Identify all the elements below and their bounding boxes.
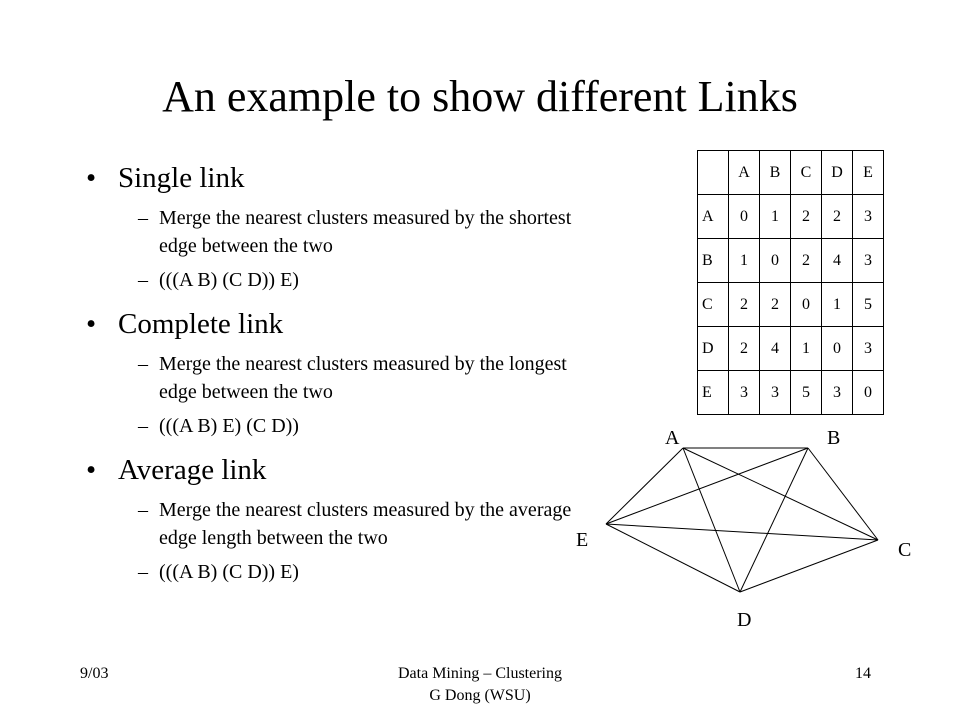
table-cell: 0: [821, 326, 853, 371]
table-cell: 3: [852, 238, 884, 283]
table-header-row: A B C D E: [697, 150, 884, 195]
dash-marker: –: [138, 207, 148, 229]
table-row-header: A: [697, 194, 729, 239]
bullet-dot: •: [86, 454, 97, 486]
dash-marker: –: [138, 353, 148, 375]
table-cell: 2: [790, 238, 822, 283]
table-column-header: E: [852, 150, 884, 195]
table-cell: 4: [821, 238, 853, 283]
node-label-d: D: [737, 609, 751, 631]
table-cell: 5: [790, 370, 822, 415]
edge-b-c: [807, 447, 879, 541]
edge-c-d: [739, 539, 879, 593]
table-row: C 2 2 0 1 5: [697, 282, 884, 327]
bullet-complete-link: • Complete link: [86, 304, 606, 344]
dash-marker: –: [138, 499, 148, 521]
table-cell: 5: [852, 282, 884, 327]
table-cell: 1: [759, 194, 791, 239]
edge-b-d: [739, 447, 809, 593]
sub-bullet-text: Merge the nearest clusters measured by t…: [159, 207, 572, 257]
table-cell: 4: [759, 326, 791, 371]
node-label-a: A: [665, 427, 680, 449]
table-column-header: C: [790, 150, 822, 195]
table-cell: 2: [728, 282, 760, 327]
table-cell: 3: [852, 194, 884, 239]
dash-marker: –: [138, 415, 148, 437]
table-cell: 0: [852, 370, 884, 415]
table-column-header: D: [821, 150, 853, 195]
table-cell: 0: [790, 282, 822, 327]
table-column-header: B: [759, 150, 791, 195]
dash-marker: –: [138, 269, 148, 291]
sub-bullet-text: (((A B) (C D)) E): [159, 269, 299, 291]
bullet-heading: Single link: [118, 162, 245, 194]
dash-marker: –: [138, 561, 148, 583]
bullet-dot: •: [86, 308, 97, 340]
table-cell: 2: [759, 282, 791, 327]
table-row: B 1 0 2 4 3: [697, 238, 884, 283]
sub-bullet-text: Merge the nearest clusters measured by t…: [159, 353, 567, 403]
table-cell: 1: [790, 326, 822, 371]
edge-c-e: [605, 523, 879, 541]
sub-bullet: – (((A B) (C D)) E): [86, 558, 606, 586]
edge-b-e: [605, 447, 809, 525]
edge-a-c: [682, 447, 879, 541]
sub-bullet-text: (((A B) (C D)) E): [159, 561, 299, 583]
footer-course-line2: G Dong (WSU): [429, 687, 531, 704]
sub-bullet: – Merge the nearest clusters measured by…: [86, 204, 606, 260]
bullet-dot: •: [86, 162, 97, 194]
table-cell: 1: [728, 238, 760, 283]
edge-a-d: [682, 447, 741, 593]
table-row: E 3 3 5 3 0: [697, 370, 884, 415]
table-row: D 2 4 1 0 3: [697, 326, 884, 371]
table-corner-cell: [697, 150, 729, 195]
edge-a-e: [605, 447, 684, 525]
table-row: A 0 1 2 2 3: [697, 194, 884, 239]
sub-bullet: – (((A B) (C D)) E): [86, 266, 606, 294]
table-cell: 1: [821, 282, 853, 327]
sub-bullet-text: Merge the nearest clusters measured by t…: [159, 499, 572, 549]
table-cell: 3: [759, 370, 791, 415]
table-row-header: E: [697, 370, 729, 415]
sub-bullet-text: (((A B) E) (C D)): [159, 415, 299, 437]
table-cell: 0: [759, 238, 791, 283]
bullet-single-link: • Single link: [86, 158, 606, 198]
bullet-heading: Average link: [118, 454, 267, 486]
distance-matrix: A B C D E A 0 1 2 2 3 B 1 0 2 4 3 C 2 2 …: [697, 150, 884, 415]
table-row-header: C: [697, 282, 729, 327]
node-label-b: B: [827, 427, 840, 449]
table-cell: 2: [728, 326, 760, 371]
footer-course: Data Mining – Clustering G Dong (WSU): [0, 663, 960, 707]
footer-page-number: 14: [855, 665, 871, 682]
table-cell: 2: [790, 194, 822, 239]
table-cell: 3: [821, 370, 853, 415]
edge-d-e: [605, 523, 741, 593]
slide-title: An example to show different Links: [162, 72, 798, 121]
bullet-list: • Single link – Merge the nearest cluste…: [86, 158, 606, 586]
node-label-c: C: [898, 539, 911, 561]
bullet-heading: Complete link: [118, 308, 284, 340]
bullet-average-link: • Average link: [86, 450, 606, 490]
sub-bullet: – Merge the nearest clusters measured by…: [86, 350, 606, 406]
table-column-header: A: [728, 150, 760, 195]
footer-date: 9/03: [80, 665, 109, 682]
table-cell: 3: [728, 370, 760, 415]
sub-bullet: – Merge the nearest clusters measured by…: [86, 496, 606, 552]
sub-bullet: – (((A B) E) (C D)): [86, 412, 606, 440]
table-cell: 3: [852, 326, 884, 371]
table-cell: 0: [728, 194, 760, 239]
table-row-header: B: [697, 238, 729, 283]
table-row-header: D: [697, 326, 729, 371]
table-cell: 2: [821, 194, 853, 239]
footer-course-line1: Data Mining – Clustering: [398, 665, 562, 682]
